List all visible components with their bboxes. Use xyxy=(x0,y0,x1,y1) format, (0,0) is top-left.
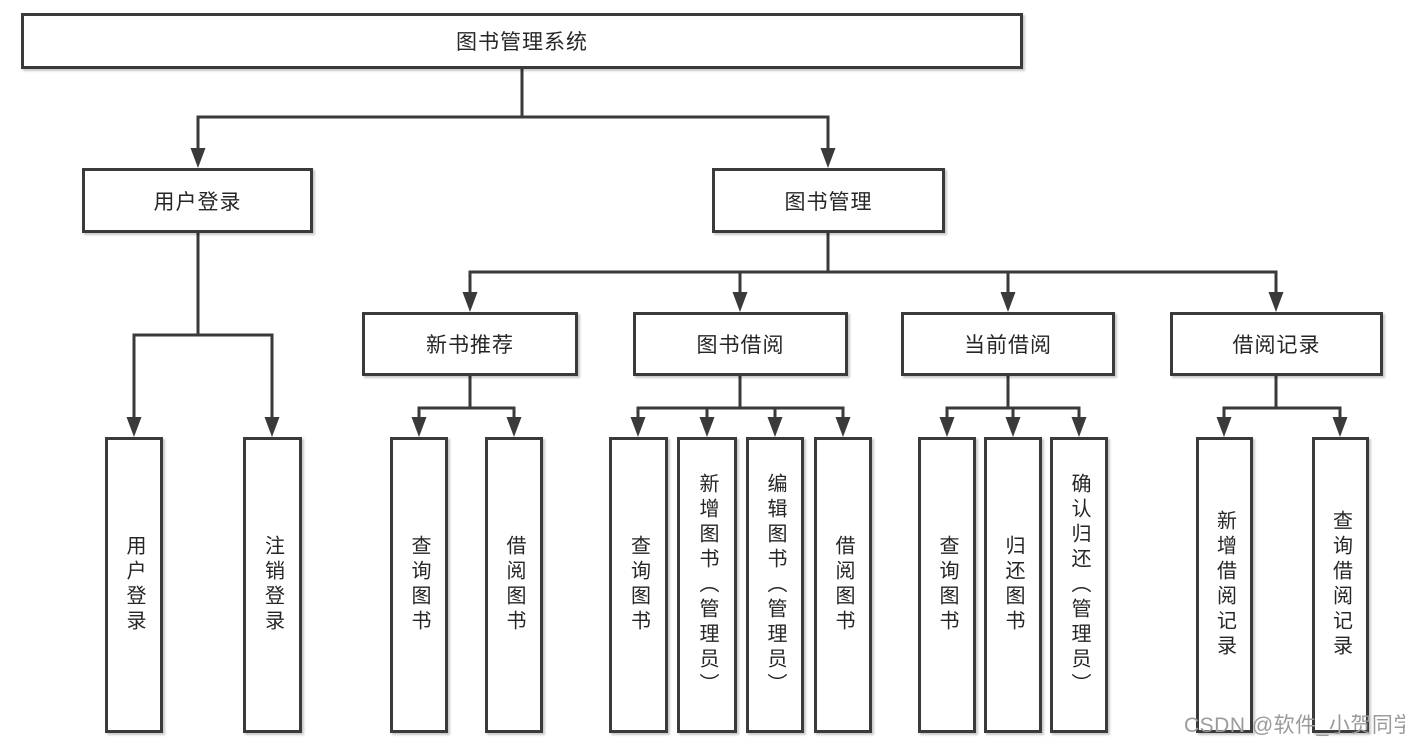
leaf-bb-query-books-label: 查询图书 xyxy=(627,535,650,635)
node-current-borrow-label: 当前借阅 xyxy=(964,334,1052,357)
leaf-bb-borrow-books-label: 借阅图书 xyxy=(832,535,854,635)
node-root: 图书管理系统 xyxy=(21,13,1023,69)
leaf-cb-return-books-label: 归还图书 xyxy=(1002,535,1024,635)
leaf-br-query-record-label: 查询借阅记录 xyxy=(1329,510,1352,660)
leaf-cb-confirm-return-admin: 确认归还（管理员） xyxy=(1050,437,1108,733)
leaf-br-add-record: 新增借阅记录 xyxy=(1196,437,1253,733)
node-new-book-recommend: 新书推荐 xyxy=(362,312,578,376)
leaf-user-login-label: 用户登录 xyxy=(123,535,145,635)
node-user-login-label: 用户登录 xyxy=(153,190,242,214)
leaf-bb-add-books-admin-label: 新增图书（管理员） xyxy=(696,472,718,698)
leaf-cb-query-books-label: 查询图书 xyxy=(936,535,958,635)
leaf-user-login: 用户登录 xyxy=(105,437,163,733)
leaf-bb-borrow-books: 借阅图书 xyxy=(814,437,872,733)
leaf-logout-label: 注销登录 xyxy=(261,535,284,635)
leaf-cb-query-books: 查询图书 xyxy=(918,437,976,733)
leaf-cb-return-books: 归还图书 xyxy=(984,437,1042,733)
node-new-book-recommend-label: 新书推荐 xyxy=(426,334,514,357)
node-borrow-records: 借阅记录 xyxy=(1170,312,1383,376)
node-book-borrow: 图书借阅 xyxy=(633,312,848,376)
leaf-cb-confirm-return-admin-label: 确认归还（管理员） xyxy=(1068,472,1090,698)
leaf-logout: 注销登录 xyxy=(243,437,302,733)
leaf-nb-query-books-label: 查询图书 xyxy=(408,535,430,635)
node-root-label: 图书管理系统 xyxy=(456,31,588,54)
csdn-watermark: CSDN @软件_小贺同学 xyxy=(1184,714,1405,737)
leaf-nb-query-books: 查询图书 xyxy=(390,437,448,733)
leaf-bb-edit-books-admin-label: 编辑图书（管理员） xyxy=(764,472,786,698)
node-book-management-label: 图书管理 xyxy=(784,190,873,214)
node-book-management: 图书管理 xyxy=(712,168,945,233)
leaf-bb-edit-books-admin: 编辑图书（管理员） xyxy=(746,437,804,733)
node-current-borrow: 当前借阅 xyxy=(901,312,1115,376)
leaf-nb-borrow-books-label: 借阅图书 xyxy=(503,535,525,635)
node-borrow-records-label: 借阅记录 xyxy=(1232,334,1321,357)
leaf-br-query-record: 查询借阅记录 xyxy=(1312,437,1369,733)
leaf-nb-borrow-books: 借阅图书 xyxy=(485,437,543,733)
arrowheads xyxy=(126,148,1348,437)
leaf-br-add-record-label: 新增借阅记录 xyxy=(1213,510,1236,660)
node-user-login: 用户登录 xyxy=(82,168,313,233)
leaf-bb-query-books: 查询图书 xyxy=(609,437,668,733)
node-book-borrow-label: 图书借阅 xyxy=(696,334,785,357)
leaf-bb-add-books-admin: 新增图书（管理员） xyxy=(677,437,737,733)
